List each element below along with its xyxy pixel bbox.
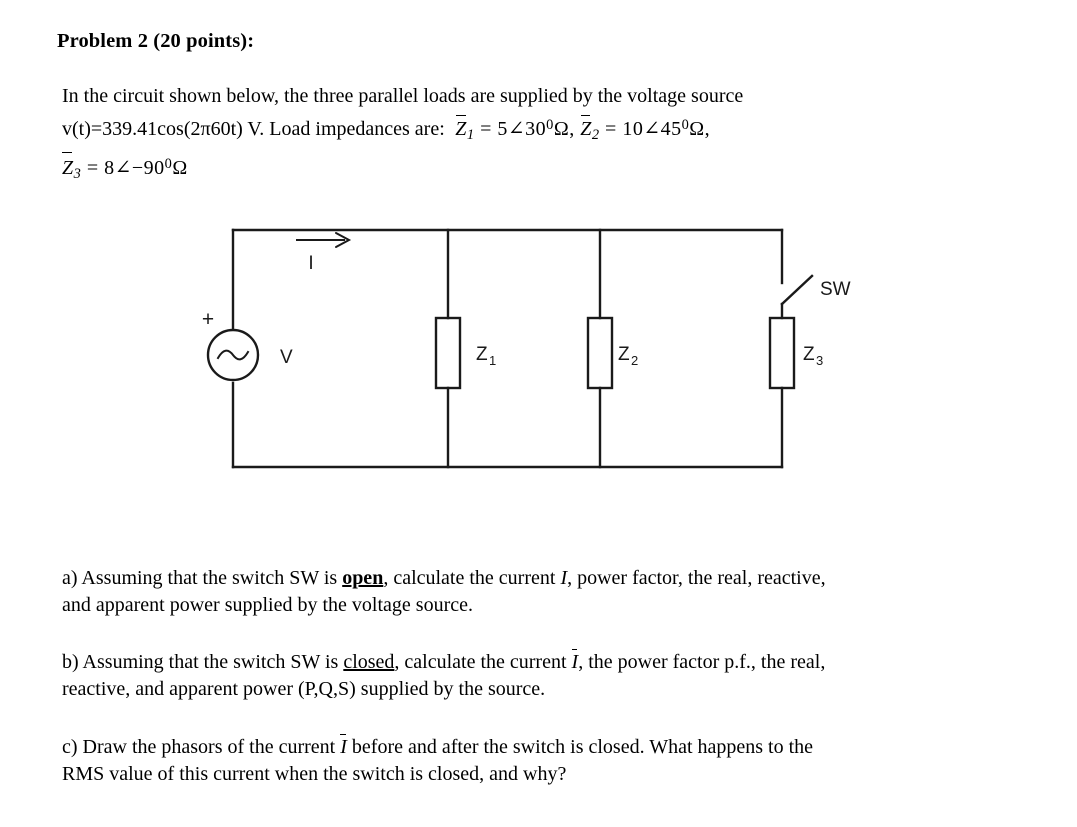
current-label: I <box>308 253 313 274</box>
part-c-line-1: c) Draw the phasors of the current I bef… <box>62 733 1012 761</box>
part-b-text-pre: b) Assuming that the switch SW is <box>62 651 344 673</box>
z1-angle-symbol: ∠ <box>507 118 526 141</box>
part-c-text-pre: c) Draw the phasors of the current <box>62 736 341 758</box>
impedance-z2-expression: Z2 = 10∠450Ω, <box>580 114 711 144</box>
circuit-diagram: I + V Z 1 Z 2 Z 3 SW <box>0 205 1077 505</box>
z1-label-subscript: 1 <box>489 353 496 368</box>
impedance-z3-expression: Z3 = 8∠−900Ω <box>62 152 188 183</box>
z1-degree: 0 <box>546 117 554 133</box>
part-a-line-2: and apparent power supplied by the volta… <box>62 594 473 616</box>
z2-equals: = <box>605 118 617 141</box>
switch-label: SW <box>820 279 851 300</box>
source-voltage-label: V <box>280 347 293 368</box>
z2-label: Z <box>618 344 630 365</box>
z1-subscript: 1 <box>466 127 475 144</box>
z3-degree: 0 <box>164 156 173 173</box>
z1-equals: = <box>480 118 492 141</box>
z3-equals: = <box>86 157 99 180</box>
part-a-line-1: a) Assuming that the switch SW is open, … <box>62 565 1012 592</box>
z3-unit: Ω <box>172 157 188 180</box>
z1-symbol: Z <box>455 114 467 144</box>
part-a-text-post: , power factor, the real, reactive, <box>567 567 826 589</box>
z1-unit: Ω <box>553 118 570 141</box>
impedance-z1-expression: Z1 = 5∠300Ω, <box>450 114 580 144</box>
z1-angle-value: 30 <box>525 118 547 141</box>
intro-line-2: v(t)=339.41cos(2π60t) V. Load impedances… <box>62 111 1002 150</box>
part-c-text-post: before and after the switch is closed. W… <box>346 736 814 758</box>
z1-label: Z <box>476 344 488 365</box>
z3-label: Z <box>803 344 815 365</box>
part-a-emphasis-open: open <box>342 567 384 589</box>
part-b-line-1: b) Assuming that the switch SW is closed… <box>62 648 1012 676</box>
part-b-emphasis-closed: closed <box>343 651 395 673</box>
z2-label-subscript: 2 <box>631 353 638 368</box>
part-a-text-pre: a) Assuming that the switch SW is <box>62 567 343 589</box>
impedance-box-z1 <box>434 316 462 390</box>
z1-comma: , <box>569 118 575 141</box>
z3-symbol: Z <box>62 152 74 183</box>
z2-unit: Ω <box>689 118 705 141</box>
z2-magnitude: 10 <box>622 118 644 141</box>
z3-angle-symbol: ∠− <box>114 157 144 180</box>
z3-angle-value: 90 <box>143 157 165 180</box>
voltage-source-symbol <box>206 328 260 382</box>
problem-statement: In the circuit shown below, the three pa… <box>62 82 1002 189</box>
sine-wave-icon <box>216 349 250 361</box>
impedance-box-z2 <box>586 316 614 390</box>
part-c-current-variable: I <box>340 733 347 761</box>
intro-line-2-text: v(t)=339.41cos(2π60t) V. Load impedances… <box>62 118 445 141</box>
z3-label-subscript: 3 <box>816 353 823 368</box>
z2-degree: 0 <box>681 117 690 133</box>
question-part-b: b) Assuming that the switch SW is closed… <box>62 648 1012 703</box>
z2-angle-symbol: ∠ <box>643 118 661 141</box>
part-b-text-post: , the power factor p.f., the real, <box>578 651 826 673</box>
z2-subscript: 2 <box>591 127 600 144</box>
z3-magnitude: 8 <box>104 157 115 180</box>
part-a-text-mid: , calculate the current <box>383 567 561 589</box>
z3-subscript: 3 <box>73 166 82 183</box>
part-c-line-2: RMS value of this current when the switc… <box>62 763 567 785</box>
impedance-box-z3 <box>768 316 796 390</box>
intro-line-1: In the circuit shown below, the three pa… <box>62 85 744 107</box>
question-part-a: a) Assuming that the switch SW is open, … <box>62 565 1012 619</box>
z2-angle-value: 45 <box>660 118 682 141</box>
z1-magnitude: 5 <box>497 118 508 141</box>
part-b-current-variable: I <box>572 648 578 676</box>
question-part-c: c) Draw the phasors of the current I bef… <box>62 733 1012 788</box>
part-b-line-2: reactive, and apparent power (P,Q,S) sup… <box>62 678 546 700</box>
intro-line-3: Z3 = 8∠−900Ω <box>62 150 1002 189</box>
z2-comma: , <box>704 118 711 141</box>
part-b-text-mid: , calculate the current <box>394 651 572 673</box>
source-polarity-label: + <box>202 308 214 331</box>
z2-symbol: Z <box>580 114 592 144</box>
page-title: Problem 2 (20 points): <box>57 30 255 52</box>
switch-blade[interactable] <box>780 274 814 306</box>
current-arrow-head <box>335 232 352 248</box>
part-a-current-variable: I <box>560 567 568 589</box>
circuit-schematic-svg: I + V Z 1 Z 2 Z 3 SW <box>202 228 851 469</box>
